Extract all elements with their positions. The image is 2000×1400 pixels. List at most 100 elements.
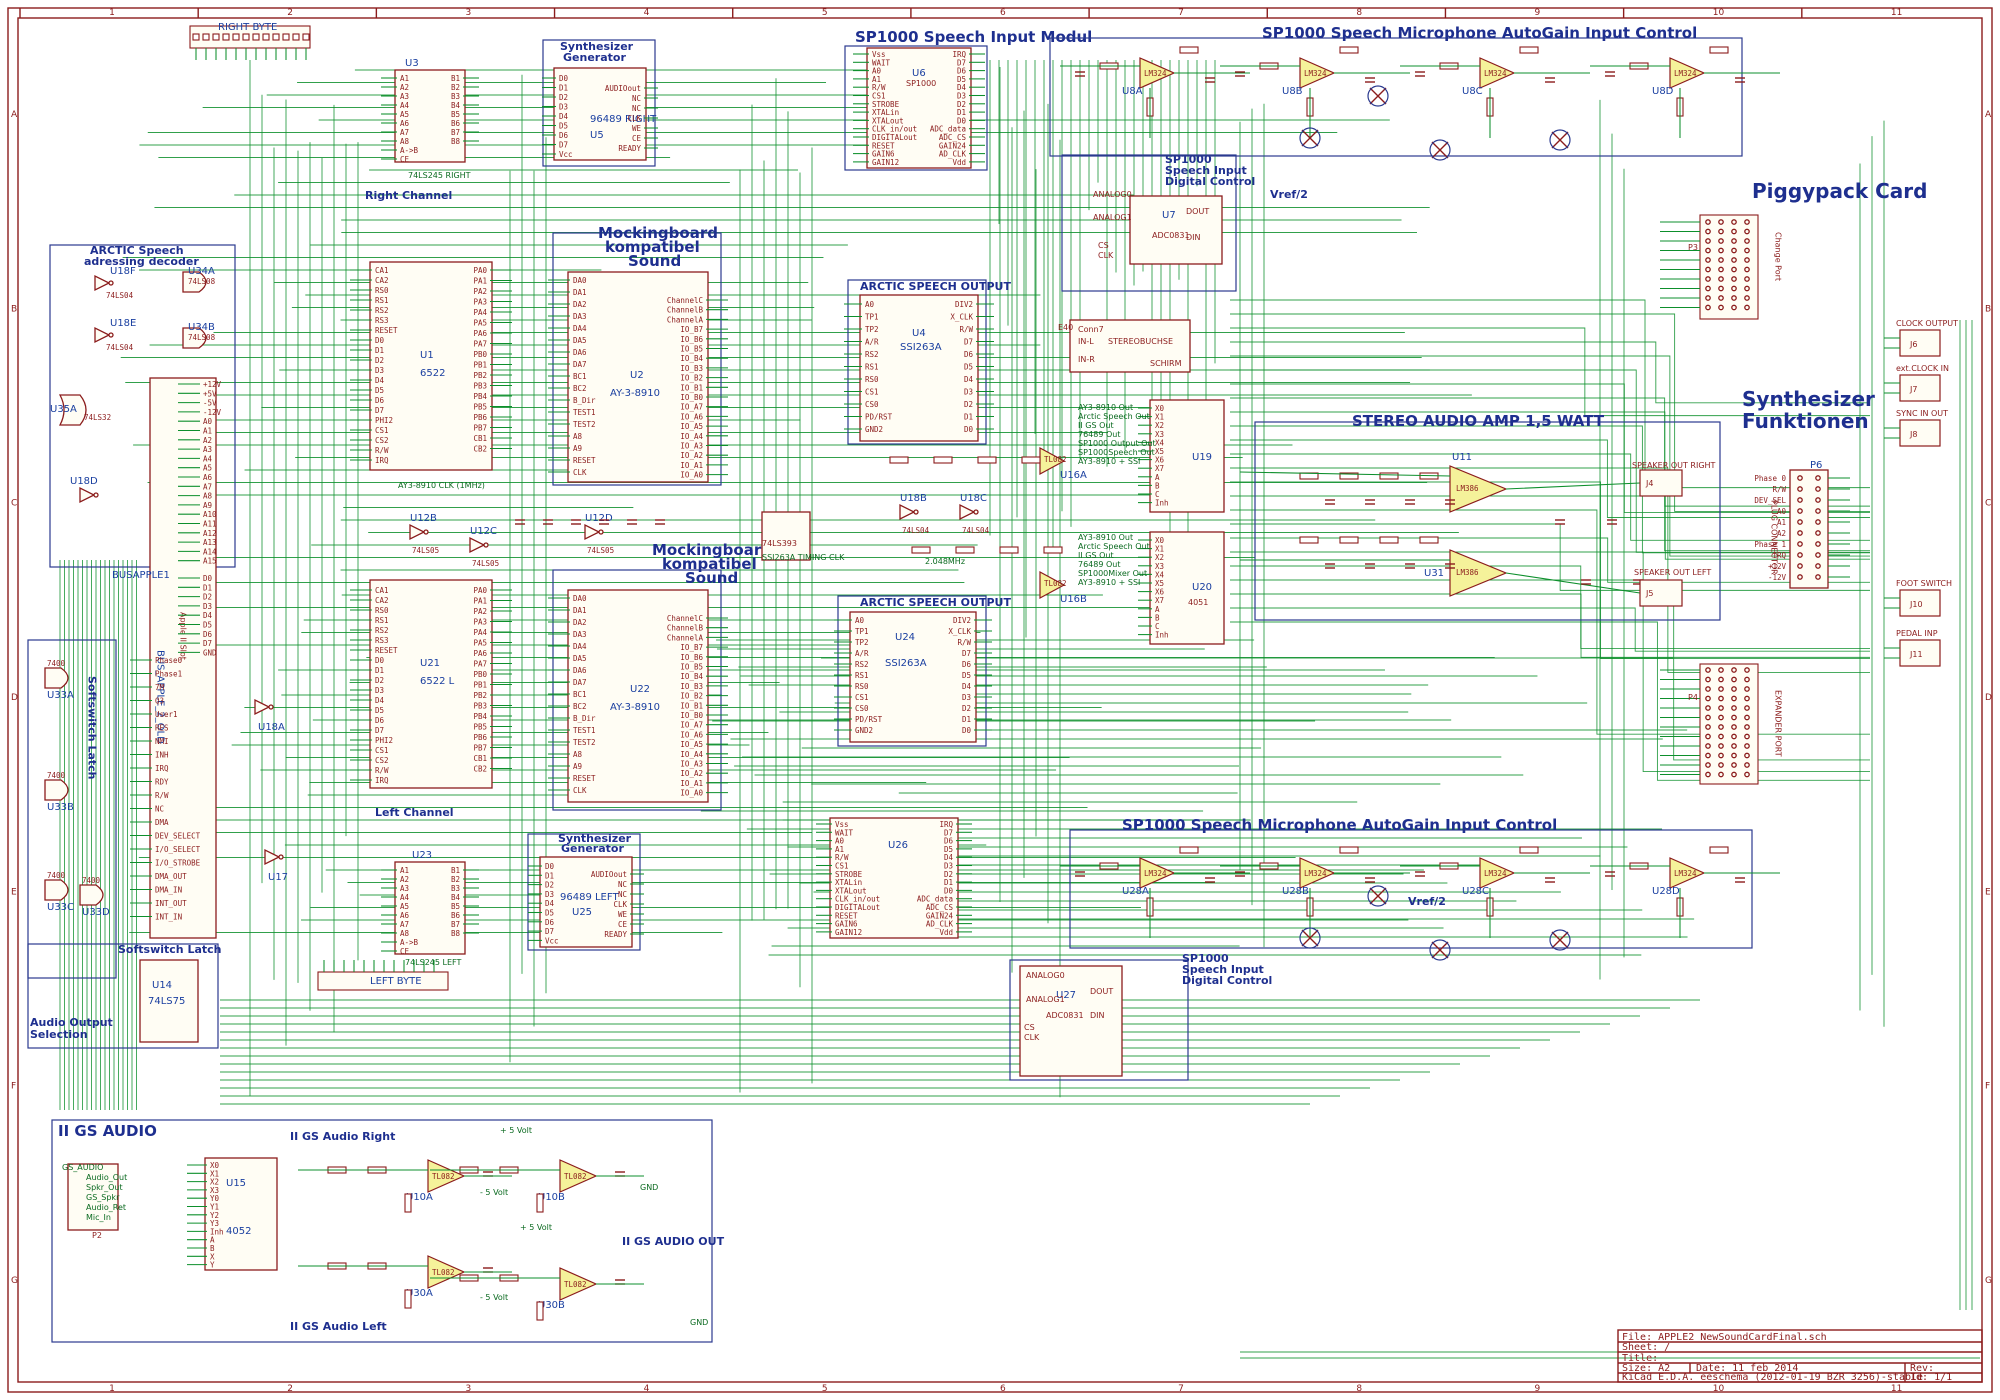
right-channel-title: Right Channel	[365, 189, 452, 202]
pin-label: PA4	[473, 628, 487, 637]
inverter-u18b	[899, 503, 916, 521]
u7-cs: CS	[1098, 241, 1109, 250]
pin-label: IO_A7	[680, 403, 703, 412]
header-pad	[1744, 771, 1750, 778]
gs-resistor	[536, 1301, 544, 1321]
header-pad	[1705, 686, 1711, 692]
pin-label: PA2	[473, 607, 487, 616]
u30b-ref: U30B	[538, 1300, 565, 1311]
j6-label: CLOCK OUTPUT	[1896, 319, 1958, 328]
softswitch-latch-block: Softswitch Latch Softswitch Latch U14 74…	[27, 639, 288, 1049]
autogain-bottom-title: SP1000 Speech Microphone AutoGain Input …	[1122, 816, 1557, 834]
pin-label: D7	[944, 828, 953, 837]
pin-label: PD/RST	[855, 715, 883, 724]
grid-col-bottom: 7	[1178, 1384, 1184, 1394]
amp-resistor	[1339, 536, 1359, 544]
u27-part: ADC0831	[1046, 1011, 1084, 1020]
pin-label: IO_A4	[680, 750, 703, 759]
pin-label: Y3	[210, 1219, 219, 1228]
pin-label: CS0	[865, 400, 879, 409]
pin-label: WAIT	[872, 58, 891, 67]
u34b-ref: U34B	[188, 322, 215, 333]
stepped-route	[1230, 467, 1870, 673]
pin-label: AUDIOout	[605, 84, 641, 93]
autogain-wire	[1590, 65, 1780, 138]
pin-label: A8	[400, 929, 410, 938]
pin-label: D1	[944, 878, 953, 887]
ssi-divider-part: 74LS393	[762, 539, 797, 548]
stepped-route	[1230, 369, 1870, 553]
voltage-gnd: GND	[690, 1318, 708, 1327]
mockingboard-bot-title-2: kompatibel	[662, 555, 757, 573]
p6-pin-pad	[1797, 508, 1803, 514]
pin-label: BC1	[573, 372, 587, 381]
opamp-u16b	[1039, 570, 1066, 600]
autogain-resistor	[1709, 46, 1729, 54]
header-pin-pad	[262, 33, 270, 41]
pin-label: PA2	[473, 287, 487, 296]
arctic-decoder-block: ARCTIC Speech adressing decoder 74LS08U3…	[49, 244, 236, 568]
left-channel-title: Left Channel	[375, 806, 454, 819]
u15-ref: U15	[226, 1178, 246, 1189]
j5-label: SPEAKER OUT LEFT	[1634, 568, 1711, 577]
pin-label: PA1	[473, 597, 487, 606]
p6-pin-pad	[1797, 475, 1803, 481]
inverter-u18d	[79, 486, 96, 504]
header-pad	[1731, 705, 1737, 711]
pin-label: D1	[545, 871, 554, 880]
autogain-wire	[1220, 65, 1410, 138]
pin-label: PB6	[473, 733, 487, 742]
pin-label: A8	[573, 750, 583, 759]
header-pad	[1744, 705, 1750, 711]
opamp-u8d	[1669, 57, 1706, 89]
arctic-output-top: ARCTIC SPEECH OUTPUT U4 SSI263A A0TP1TP2…	[844, 279, 1011, 445]
bus-pin-label: 7M	[155, 683, 165, 692]
u27-ana1: ANALOG1	[1026, 995, 1065, 1004]
u8b-ref: U8B	[1282, 86, 1303, 97]
pin-label: IO_B0	[680, 393, 703, 402]
grid-row-left: C	[11, 499, 17, 509]
pin-label: CB1	[473, 434, 487, 443]
header-pad	[1731, 714, 1737, 721]
mockingboard-top-title-3: Sound	[628, 252, 681, 270]
autogain-resistor	[1519, 46, 1539, 54]
apple-bus-connector: BUSAPPLE1 BUS_APPLE_2_OLD Apple II Slot …	[112, 377, 222, 939]
pin-label: CE	[632, 134, 642, 143]
header-pad	[1705, 667, 1711, 673]
u18c-part: 74LS04	[962, 526, 990, 535]
grid-col-bottom: 11	[1891, 1384, 1902, 1394]
pin-label: RS3	[375, 636, 389, 645]
pin-label: IO_A6	[680, 730, 703, 739]
u18e-ref: U18E	[110, 318, 136, 329]
j11-jack-body	[1899, 639, 1941, 667]
fet-switch	[1369, 87, 1387, 105]
conn7-pin-inl: IN-L	[1078, 337, 1094, 346]
pin-label: IO_A6	[680, 412, 703, 421]
pin-label: CE	[400, 947, 410, 956]
autogain-resistor	[1709, 846, 1729, 854]
pin-label: PB2	[473, 371, 487, 380]
pin-label: A0	[865, 300, 875, 309]
header-pad	[1718, 257, 1724, 263]
pin-label: PA5	[473, 639, 487, 648]
header-pad	[1705, 295, 1711, 301]
vref-top: Vref/2	[1270, 188, 1308, 201]
fet-switch	[1551, 931, 1569, 949]
fet-switch-body	[1299, 927, 1321, 949]
j6-jack-body	[1899, 329, 1941, 357]
pin-label: Inh	[1155, 499, 1169, 508]
pin-label: D7	[559, 141, 568, 150]
inverter-u18a	[254, 698, 271, 716]
header-pad	[1705, 219, 1711, 225]
fet-switch-body	[1367, 885, 1389, 907]
pin-label: IO_B5	[680, 663, 703, 672]
pin-label: Vss	[835, 820, 849, 829]
mux-bottom-input: Arctic Speech Out	[1078, 542, 1150, 551]
pin-label: IO_B2	[680, 374, 703, 383]
pin-label: DIV2	[953, 616, 971, 625]
pin-label: RESET	[835, 911, 858, 920]
pin-label: PA6	[473, 649, 487, 658]
pin-label: ADC_CS	[926, 903, 954, 912]
voltage-gnd: GND	[640, 1183, 658, 1192]
synth-funk-title-2: Funktionen	[1742, 409, 1869, 433]
